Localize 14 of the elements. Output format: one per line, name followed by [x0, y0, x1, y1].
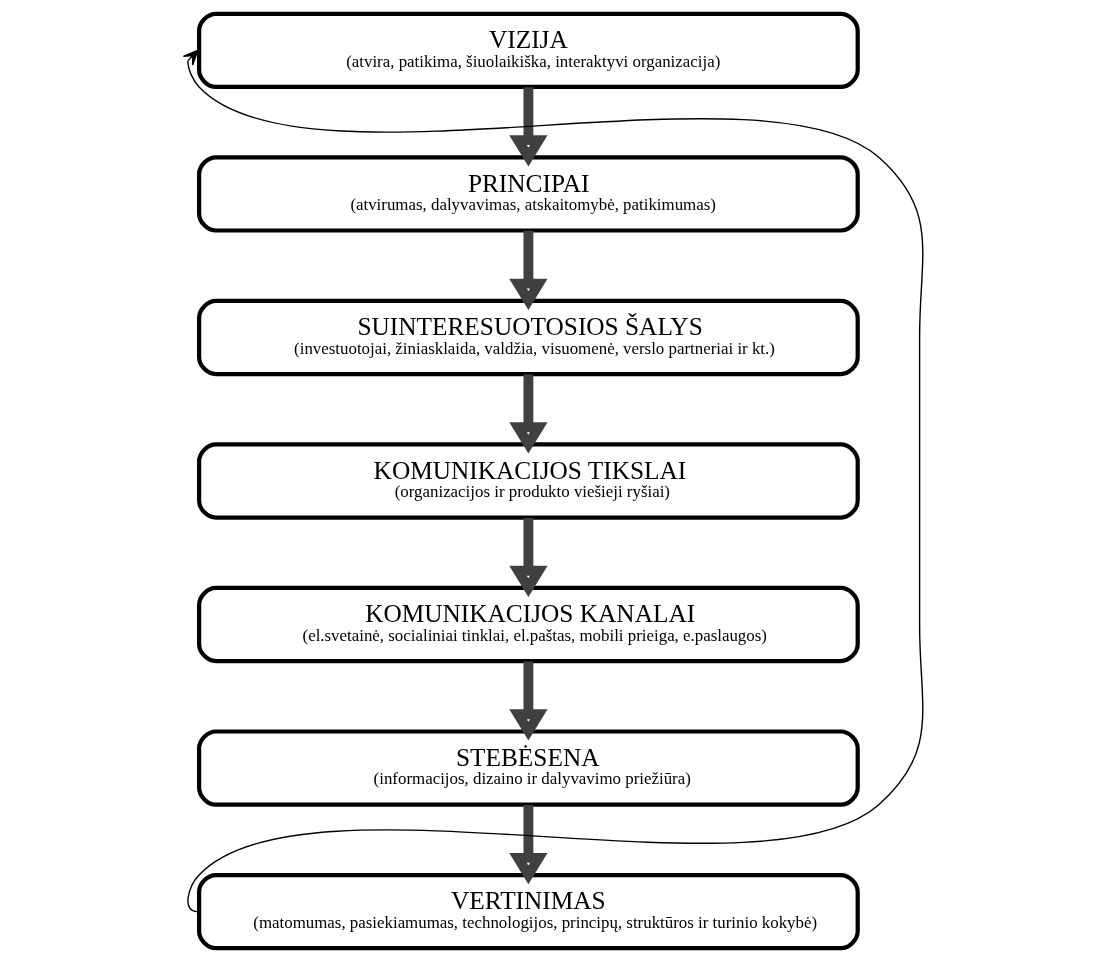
- node-box: KOMUNIKACIJOS KANALAI (el.svetainė, socialiniai tinklai, el.paštas, mobili prieiga, e.paslaugos): [196, 585, 860, 664]
- arrow: [508, 87, 548, 167]
- arrow: [182, 49, 923, 913]
- arrow: [508, 805, 548, 885]
- arrow: [508, 374, 548, 454]
- node-box: VERTINIMAS (matomumas, pasiekiamumas, technologijos, principų, struktūros ir turinio kokybė): [196, 872, 860, 951]
- node-box: VIZIJA (atvira, patikima, šiuolaikiška, interaktyvi organizacija): [196, 11, 860, 90]
- node-box: SUINTERESUOTOSIOS ŠALYS (investuotojai, žiniasklaida, valdžia, visuomenė, verslo partneriai ir kt.): [196, 298, 860, 377]
- node-box: KOMUNIKACIJOS TIKSLAI (organizacijos ir produkto viešieji ryšiai): [196, 442, 860, 520]
- node-box: PRINCIPAI (atvirumas, dalyvavimas, atskaitomybė, patikimumas): [196, 155, 860, 233]
- arrow: [508, 517, 548, 598]
- arrow: [508, 661, 548, 741]
- arrow: [508, 230, 548, 310]
- node-box: STEBĖSENA (informacijos, dizaino ir dalyvavimo priežiūra): [196, 729, 860, 807]
